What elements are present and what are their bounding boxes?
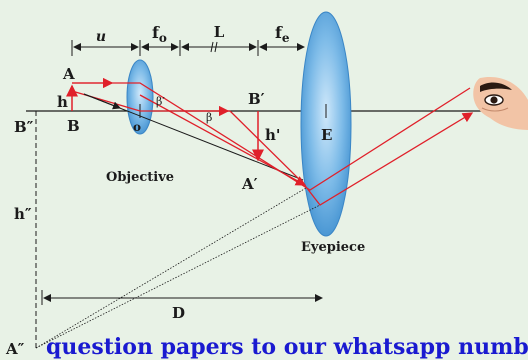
top-dimension-markers [71, 40, 305, 56]
label-o: o [133, 120, 141, 134]
virtual-ray-2 [35, 204, 321, 349]
ray-to-image [139, 94, 307, 186]
label-B-prime: B′ [248, 90, 265, 108]
ray-center-arrow [83, 93, 121, 110]
label-fe: fe [275, 23, 290, 45]
label-A-double-prime: A″ [5, 340, 25, 358]
eyepiece-lens [300, 11, 352, 237]
label-beta-prime: β′ [156, 95, 165, 108]
label-B-double-prime: B″ [14, 118, 34, 136]
label-objective: Objective [106, 170, 174, 185]
ray-eyepiece-out [229, 110, 474, 206]
watermark-banner: question papers to our whatsapp numb [46, 334, 528, 360]
label-L: L [214, 23, 225, 41]
label-u: u [96, 29, 106, 45]
label-beta: β [206, 111, 212, 124]
eye-icon [473, 76, 528, 130]
label-B: B [67, 117, 80, 135]
label-D: D [172, 304, 185, 322]
label-h-double-prime: h″ [14, 205, 32, 223]
label-A-prime: A′ [241, 175, 258, 193]
objective-lens [126, 59, 154, 135]
label-h: h [57, 93, 68, 111]
label-h-prime: h' [265, 126, 281, 144]
label-E: E [321, 126, 332, 144]
label-fo: fo [152, 23, 167, 45]
label-eyepiece: Eyepiece [301, 240, 365, 255]
label-A: A [62, 65, 75, 83]
virtual-ray-1 [35, 187, 307, 349]
